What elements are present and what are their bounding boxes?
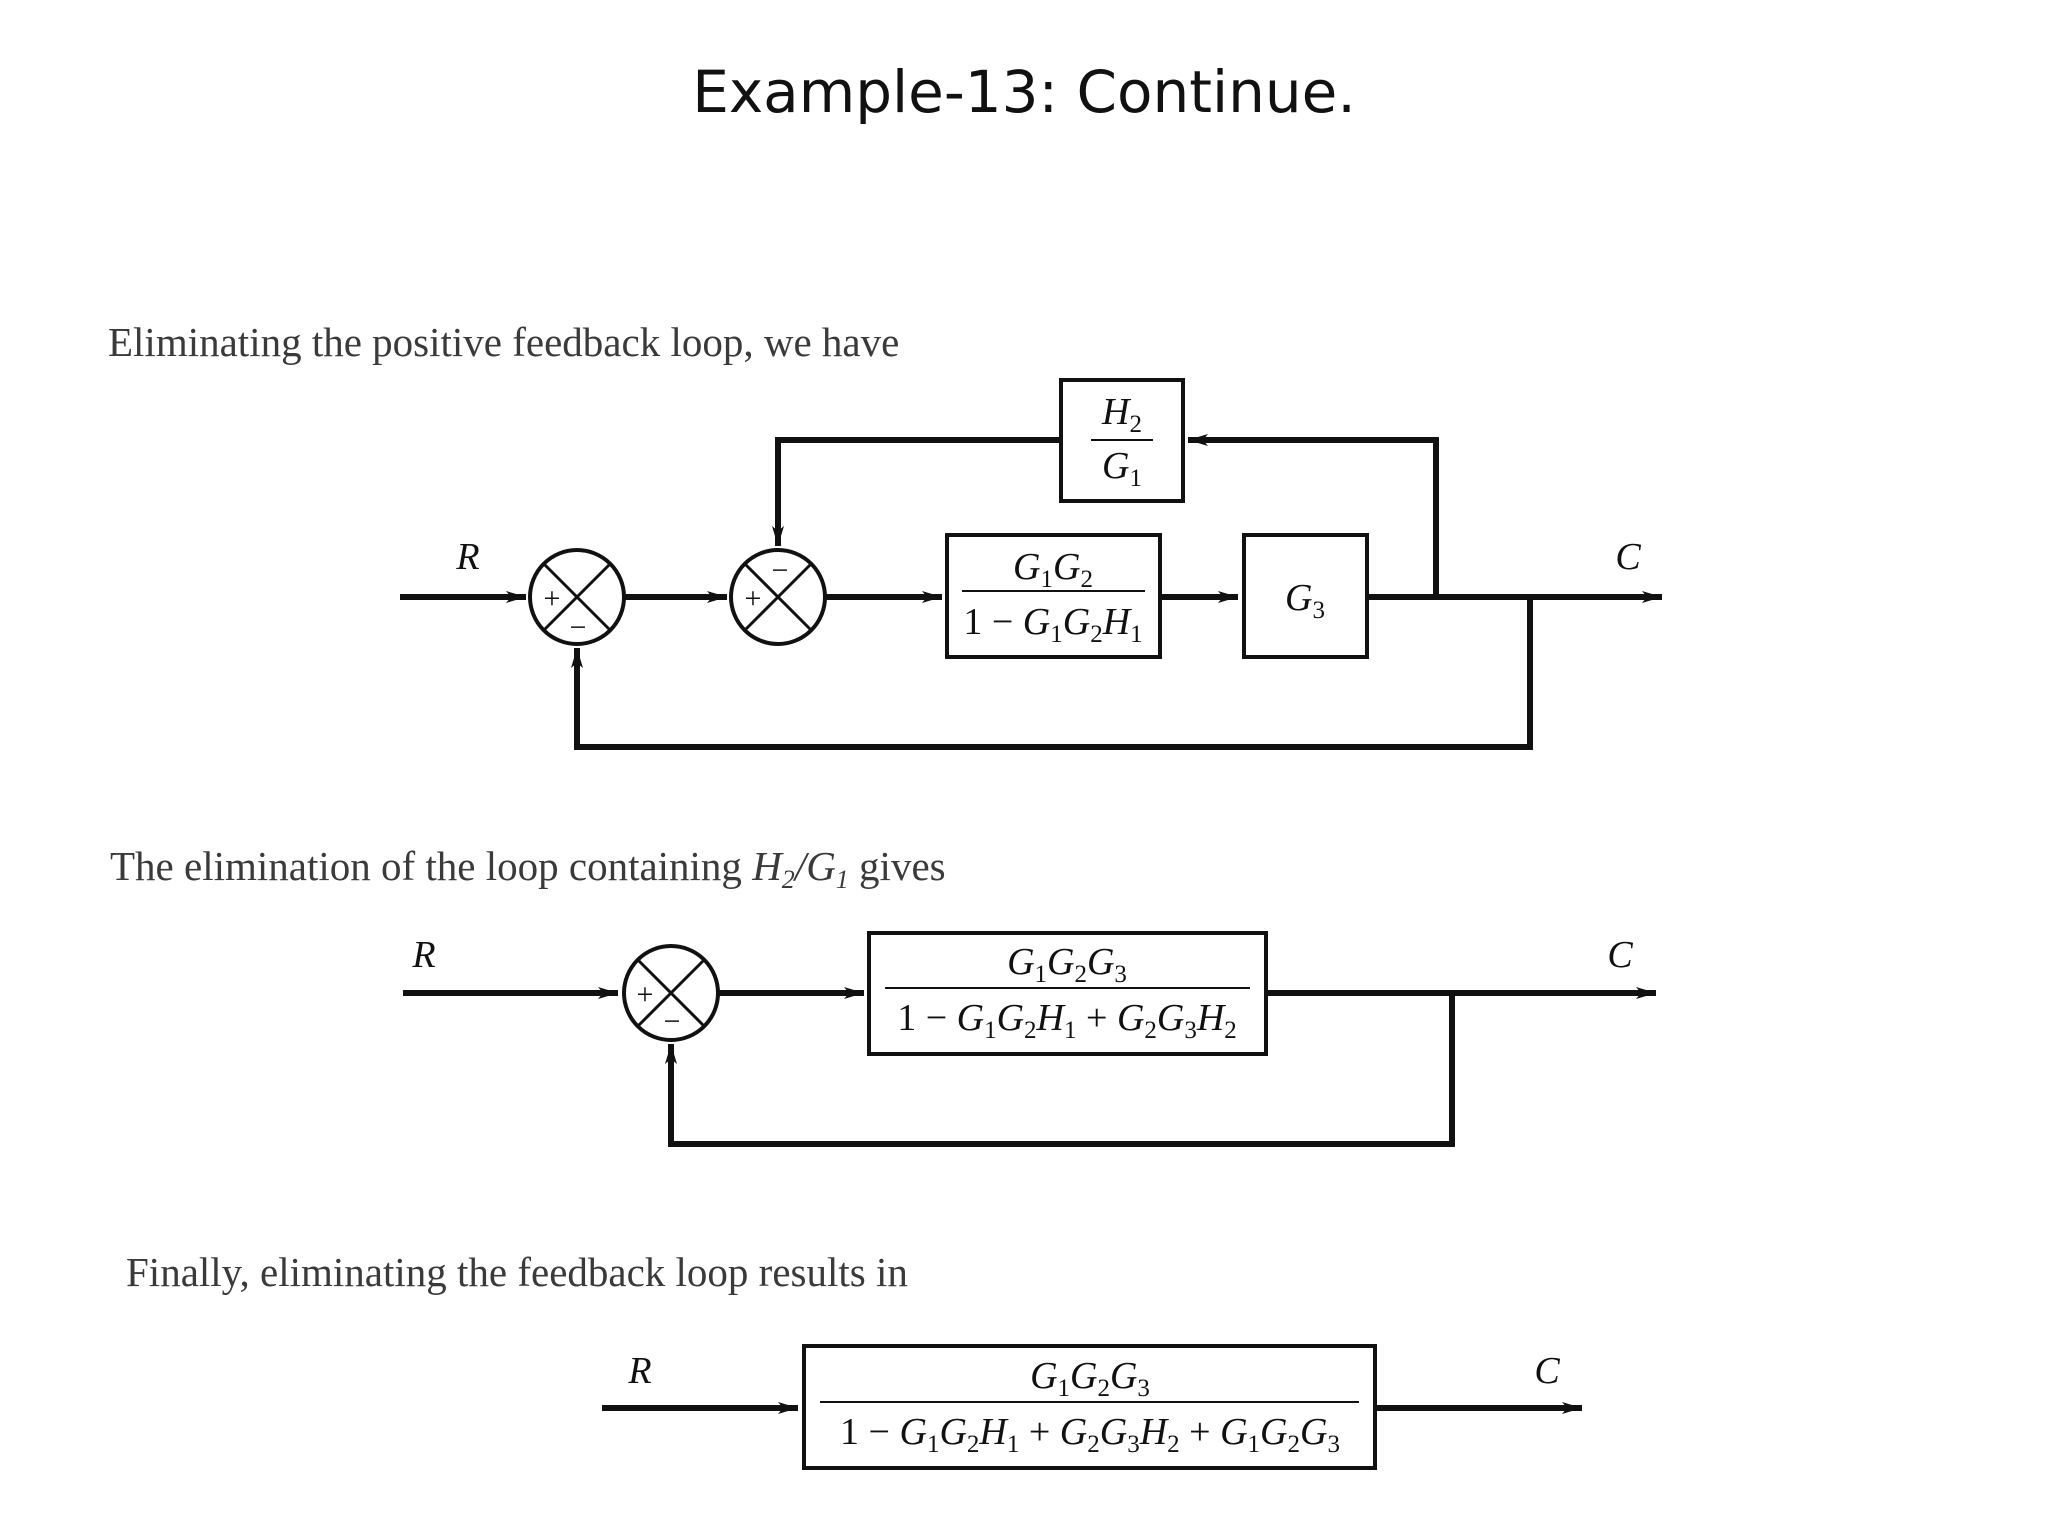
d1-label-r: R — [455, 536, 479, 578]
d1-g3-label: G3 — [1285, 577, 1325, 624]
d3-denominator: 1 − G1G2H1 + G2G3H2 + G1G2G3 — [840, 1411, 1340, 1458]
d1-feedback-h2g1-line-in — [1188, 434, 1439, 597]
d3-label-c: C — [1534, 1350, 1560, 1392]
d3-numerator: G1G2G3 — [1030, 1355, 1150, 1402]
caption-step-3: Finally, eliminating the feedback loop r… — [126, 1249, 908, 1295]
caption-step-2-suffix: gives — [859, 843, 946, 889]
d1-inner-numerator: G1G2 — [1013, 546, 1093, 593]
d1-label-c: C — [1615, 536, 1641, 578]
d2-numerator: G1G2G3 — [1007, 941, 1127, 988]
d1-sum1-plus-sign: + — [544, 582, 561, 615]
d2-label-r: R — [411, 934, 435, 976]
caption-step-1: Eliminating the positive feedback loop, … — [108, 319, 900, 365]
caption-step-2-prefix: The elimination of the loop containing — [110, 843, 742, 889]
d1-inner-denominator: 1 − G1G2H1 — [963, 601, 1142, 648]
d1-sum1-minus-sign: − — [570, 611, 587, 644]
caption-step-2-ratio: H2/G1 — [752, 843, 849, 894]
caption-step-2: The elimination of the loop containing H… — [110, 842, 946, 894]
diagram-2 — [403, 931, 1656, 1147]
d2-plus-sign: + — [637, 978, 654, 1011]
d1-unity-feedback-line — [571, 597, 1533, 750]
d2-denominator: 1 − G1G2H1 + G2G3H2 — [897, 997, 1237, 1044]
d1-sum2-minus-sign: − — [772, 554, 789, 587]
d1-h2-numerator: H2 — [1101, 391, 1142, 438]
d1-g1-denominator: G1 — [1102, 445, 1142, 492]
d3-label-r: R — [627, 1350, 651, 1392]
d1-sum2-plus-sign: + — [745, 582, 762, 615]
d2-feedback-line — [665, 993, 1455, 1147]
d2-label-c: C — [1607, 934, 1633, 976]
d2-minus-sign: − — [664, 1005, 681, 1038]
diagram-1 — [400, 378, 1662, 750]
slide-title: Example-13: Continue. — [692, 58, 1356, 126]
d1-feedback-h2g1-line-out — [772, 437, 1061, 546]
diagram-3 — [602, 1344, 1582, 1470]
